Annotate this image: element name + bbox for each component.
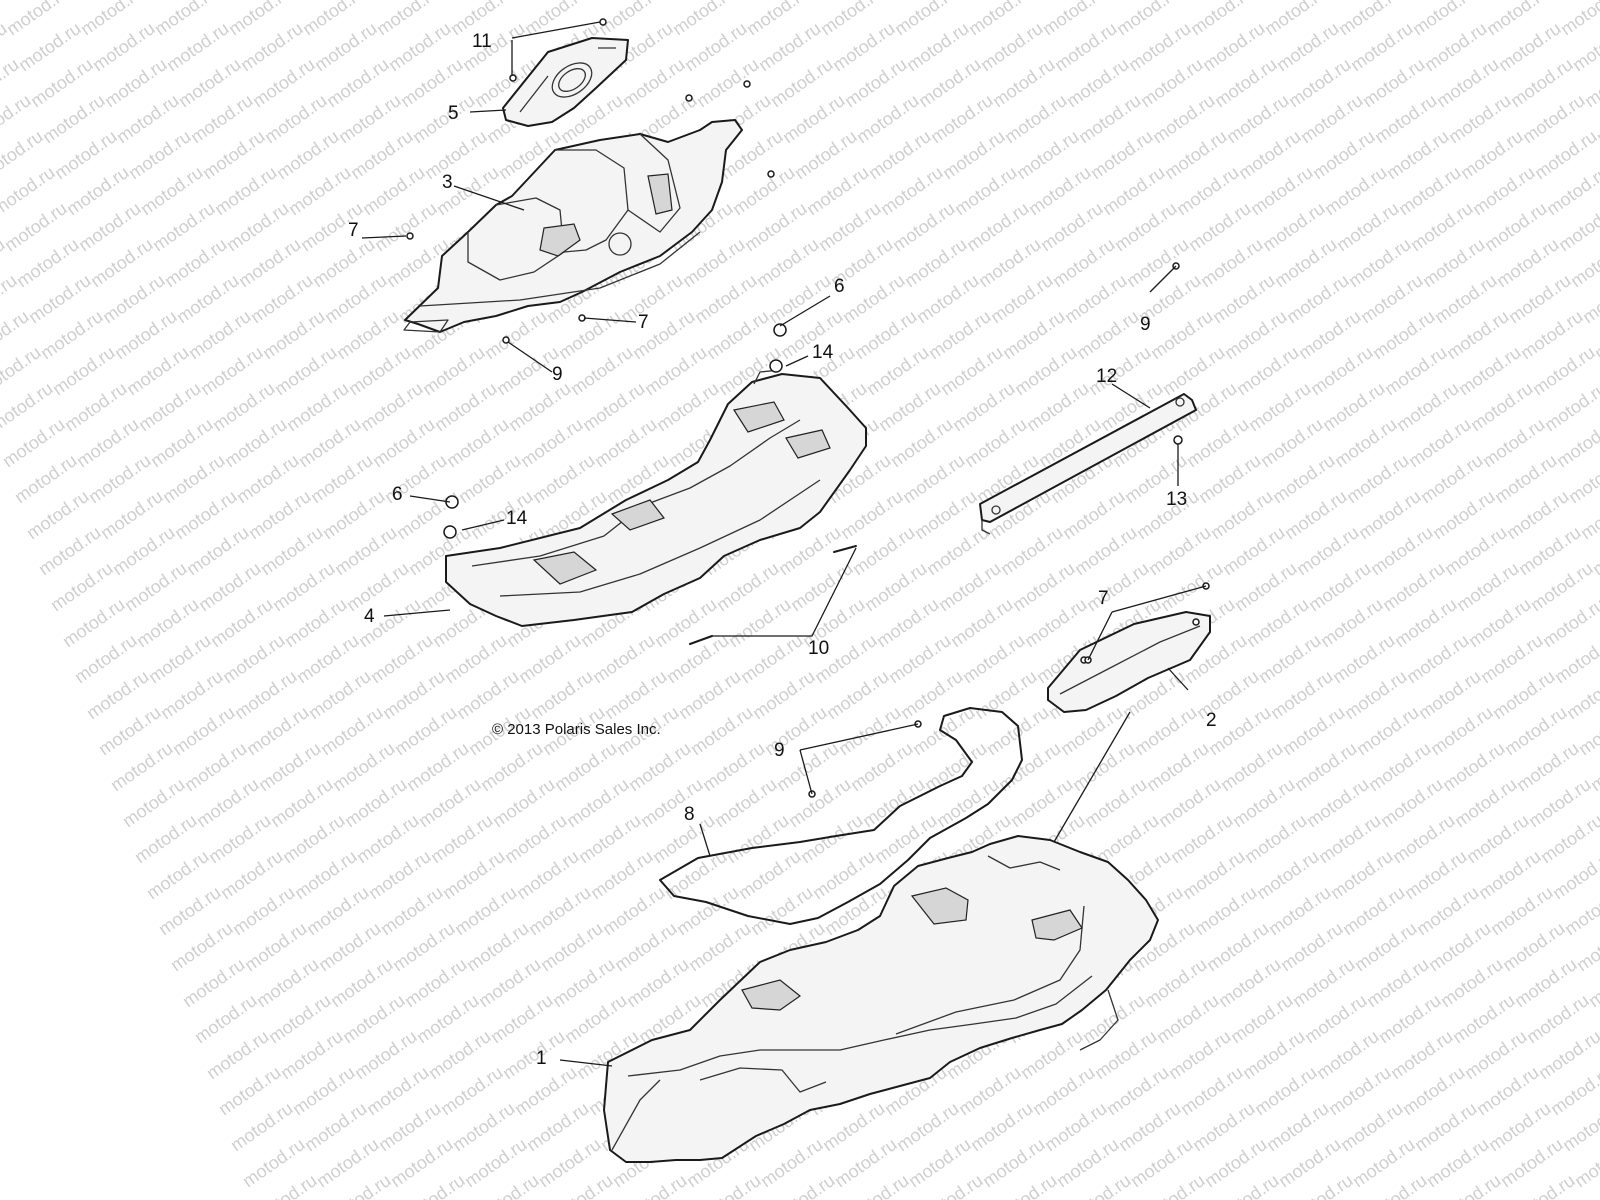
screw-side <box>767 170 775 178</box>
callout-7-mid: 7 <box>638 312 649 333</box>
part-12-bar <box>979 393 1197 535</box>
callout-8: 8 <box>684 804 695 825</box>
callout-7-plate: 7 <box>1098 588 1109 609</box>
screw-9a <box>502 336 510 344</box>
callout-11: 11 <box>472 31 492 52</box>
part-8-seal-loop <box>659 707 1023 925</box>
washer-14a <box>769 359 783 373</box>
callout-13: 13 <box>1166 489 1187 510</box>
callout-2: 2 <box>1206 710 1217 731</box>
callout-6-right: 6 <box>834 276 845 297</box>
clip-6a <box>773 323 787 337</box>
screw-11a <box>599 18 607 26</box>
part-5-gauge-bezel <box>502 37 629 127</box>
callout-3: 3 <box>442 172 453 193</box>
callout-12: 12 <box>1096 366 1117 387</box>
screw-11b <box>509 74 517 82</box>
callout-7-left: 7 <box>348 220 359 241</box>
part-1-body <box>603 835 1159 1163</box>
screw-7a <box>406 232 414 240</box>
leader-lines <box>361 21 1207 1067</box>
callout-4: 4 <box>364 606 375 627</box>
part-4-lower-tray <box>445 369 867 627</box>
callout-9-bottom: 9 <box>774 740 785 761</box>
part-3-upper-console <box>403 119 743 333</box>
callout-1: 1 <box>536 1048 547 1069</box>
callout-9-top: 9 <box>552 364 563 385</box>
part-10-pins <box>689 545 857 645</box>
callout-6-left: 6 <box>392 484 403 505</box>
callout-5: 5 <box>448 103 459 124</box>
nut-13 <box>1173 435 1183 445</box>
callout-14-right: 14 <box>812 342 834 363</box>
callout-10: 10 <box>808 638 829 659</box>
copyright-notice: © 2013 Polaris Sales Inc. <box>492 721 661 738</box>
part-2-cover-plate <box>1047 611 1211 713</box>
screw-top-2 <box>743 80 751 88</box>
callout-14-left: 14 <box>506 508 528 529</box>
screw-top-1 <box>685 94 693 102</box>
callout-labels: 11 5 3 7 7 9 6 14 6 14 4 10 9 12 13 7 2 … <box>348 31 1217 1069</box>
fasteners <box>406 18 1210 798</box>
callout-9-bar: 9 <box>1140 314 1151 335</box>
washer-14b <box>443 525 457 539</box>
